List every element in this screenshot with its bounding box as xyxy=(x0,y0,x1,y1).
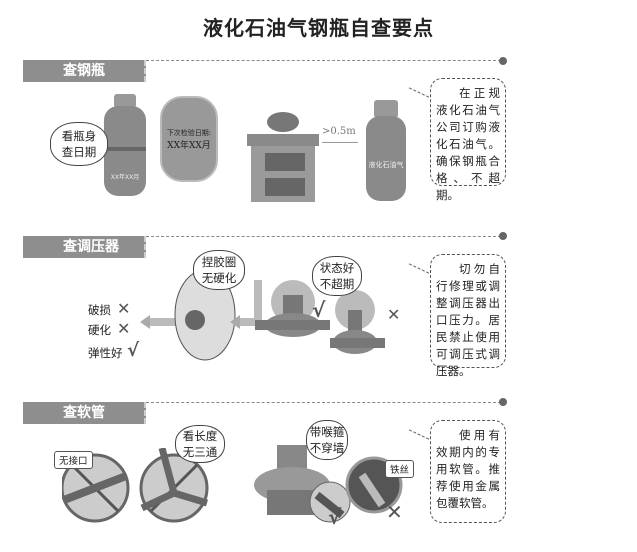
callout-pointer xyxy=(408,429,430,440)
cross-icon: ✕ xyxy=(386,500,403,524)
speech-bubble-clamp: 带喉箍不穿墙 xyxy=(306,420,348,460)
hand-rubber-ring-illustration xyxy=(140,269,262,361)
check-hardened: 硬化 xyxy=(88,323,111,337)
callout-pointer xyxy=(408,263,430,274)
divider-dot xyxy=(499,232,507,240)
bubble-line: 捏胶圈 xyxy=(201,255,237,269)
bubble-line: 看长度 xyxy=(182,429,218,443)
page-title: 液化石油气钢瓶自查要点 xyxy=(203,16,434,40)
bubble-line: 看瓶身 xyxy=(61,129,97,143)
bubble-line: 无硬化 xyxy=(201,271,237,285)
cross-icon: ✕ xyxy=(387,305,401,324)
speech-bubble-good-state: 状态好不超期 xyxy=(312,256,362,296)
gas-cylinder-illustration xyxy=(104,94,146,196)
section-heading-hose: 查软管 xyxy=(23,402,146,424)
tip-callout-regulator: 切勿自行修理或调整调压器出口压力。居民禁止使用可调压式调压器。 xyxy=(430,254,506,378)
cylinder-label: 液化石油气 xyxy=(368,161,404,169)
check-icon: √ xyxy=(127,340,140,361)
divider-dot xyxy=(499,57,507,65)
distance-line xyxy=(322,142,358,143)
check-icon: √ xyxy=(328,505,342,529)
stove-illustration xyxy=(247,112,319,202)
bubble-line: 无三通 xyxy=(182,445,218,459)
cross-icon: ✕ xyxy=(117,319,131,338)
tag-iron-wire: 铁丝 xyxy=(385,460,415,478)
distance-label: >0.5m xyxy=(322,126,356,137)
speech-bubble-length: 看长度无三通 xyxy=(175,425,225,463)
bubble-line: 带喉箍 xyxy=(309,425,345,439)
callout-pointer xyxy=(408,87,430,98)
bubble-line: 不超期 xyxy=(319,277,355,291)
hose-prohibited-illustration xyxy=(62,448,209,523)
inspection-date-label: 下次检验日期: xyxy=(166,128,212,137)
cylinder-date-text: XX年XX月 xyxy=(110,174,140,181)
speech-bubble-rubber-ring: 捏胶圈无硬化 xyxy=(193,250,245,290)
regulator-illustration xyxy=(255,280,385,354)
zoom-inspection-date: 下次检验日期: XX年XX月 xyxy=(160,96,218,182)
divider xyxy=(146,60,501,61)
speech-bubble-check-date: 看瓶身查日期 xyxy=(50,122,108,166)
divider xyxy=(146,236,501,237)
check-damaged: 破损 xyxy=(88,303,111,317)
tip-callout-hose: 使用有效期内的专用软管。推荐使用金属包覆软管。 xyxy=(430,420,506,523)
gas-cylinder-illustration xyxy=(366,100,406,201)
check-icon: √ xyxy=(312,298,326,322)
section-heading-cylinder: 查钢瓶 xyxy=(23,60,146,82)
section-heading-regulator: 查调压器 xyxy=(23,236,146,258)
divider xyxy=(146,402,501,403)
hose-clamp-illustration xyxy=(254,445,403,523)
tag-no-joint: 无接口 xyxy=(54,451,93,469)
bubble-line: 查日期 xyxy=(61,145,97,159)
bubble-line: 不穿墙 xyxy=(309,441,345,455)
bubble-line: 状态好 xyxy=(319,261,355,275)
divider-dot xyxy=(499,398,507,406)
check-elastic: 弹性好 xyxy=(88,346,123,360)
inspection-date-value: XX年XX月 xyxy=(167,140,211,151)
tip-callout-cylinder: 在正规液化石油气公司订购液化石油气。确保钢瓶合格、不超期。 xyxy=(430,78,506,202)
cross-icon: ✕ xyxy=(117,299,131,318)
